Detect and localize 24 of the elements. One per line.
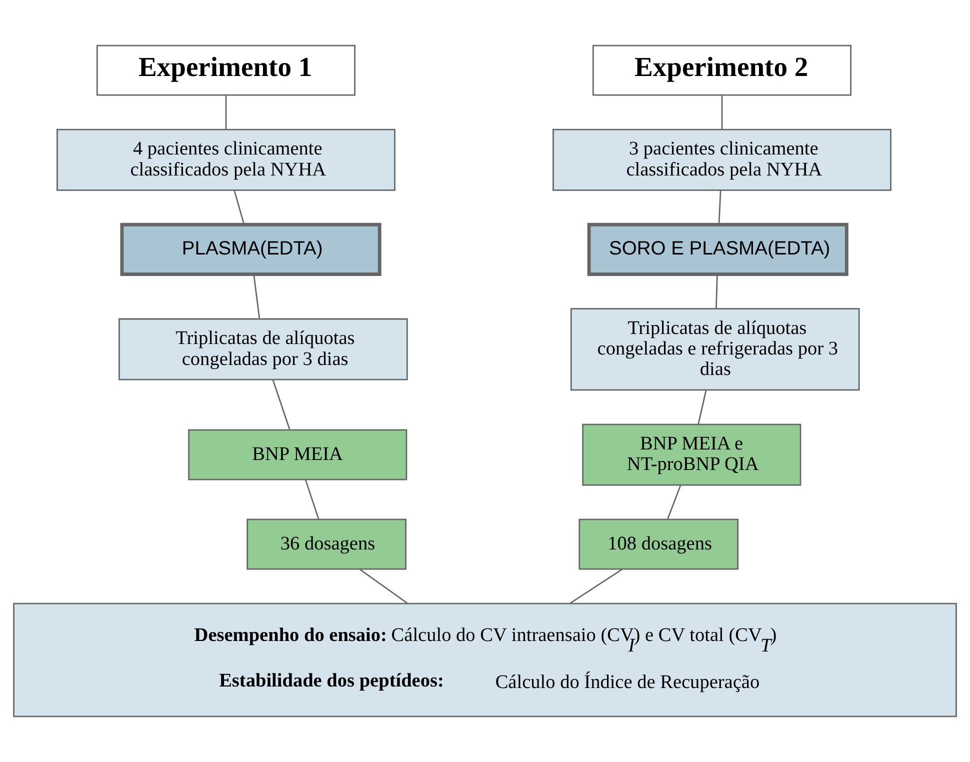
- connector: [272, 380, 290, 430]
- connector: [570, 568, 623, 604]
- connector: [225, 95, 227, 130]
- connector: [304, 480, 320, 520]
- connector: [359, 568, 408, 604]
- node-box: 3 pacientes clinicamente classificados pela NYHA: [552, 128, 892, 191]
- node-box: BNP MEIA e NT-proBNP QIA: [582, 424, 802, 486]
- connector: [721, 95, 723, 130]
- node-box: BNP MEIA: [188, 429, 408, 480]
- node-box: 108 dosagens: [578, 518, 739, 570]
- connector: [716, 274, 718, 308]
- node-box: Experimento 1: [96, 44, 356, 96]
- node-box: 36 dosagens: [246, 518, 406, 570]
- connector: [234, 190, 245, 225]
- connector: [666, 485, 682, 520]
- node-box: Experimento 2: [592, 44, 852, 96]
- node-box: PLASMA(EDTA): [120, 222, 382, 276]
- node-box: Triplicatas de alíquotas congeladas por 3 dias: [118, 318, 408, 380]
- connector: [718, 190, 722, 224]
- node-box: 4 pacientes clinicamente classificados pela NYHA: [56, 128, 396, 191]
- connector: [253, 274, 260, 319]
- node-box: SORO E PLASMA(EDTA): [587, 222, 848, 276]
- connector: [698, 390, 707, 424]
- node-box: Triplicatas de alíquotas congeladas e refrigeradas por 3 dias: [570, 308, 860, 391]
